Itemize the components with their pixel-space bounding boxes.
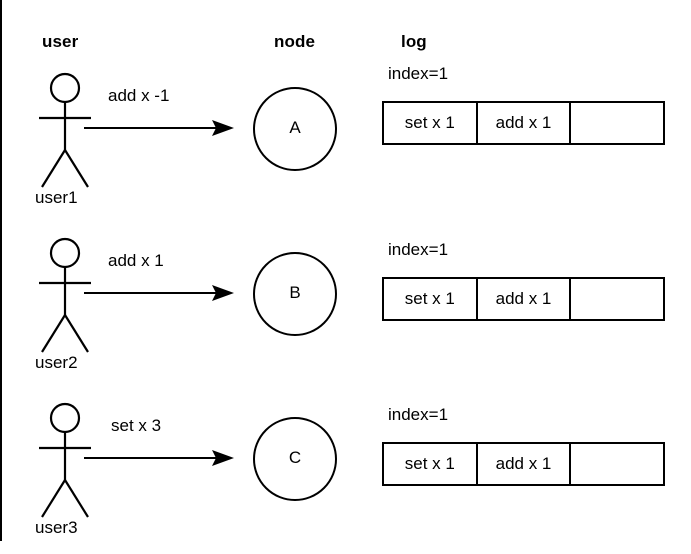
index-label-row2: index=1: [388, 240, 449, 259]
log-table-row1: set x 1 add x 1: [382, 101, 665, 145]
actor-label-user2: user2: [35, 353, 78, 372]
index-label-row1: index=1: [388, 64, 449, 83]
log-cell: [571, 279, 663, 319]
node-circle-a: [252, 86, 338, 172]
edge-label-row3: set x 3: [111, 416, 162, 435]
actor-figure-user1: [34, 72, 106, 190]
edge-label-row1: add x -1: [108, 86, 170, 105]
log-cell: [571, 444, 663, 484]
log-cell: add x 1: [478, 444, 572, 484]
log-cell: [571, 103, 663, 143]
log-cell: set x 1: [384, 279, 478, 319]
column-header-user: user: [42, 32, 79, 51]
log-cell: add x 1: [478, 103, 572, 143]
actor-label-user1: user1: [35, 188, 78, 207]
arrow-user1-to-node-a: [84, 118, 236, 138]
column-header-node: node: [274, 32, 316, 51]
log-cell: add x 1: [478, 279, 572, 319]
frame-left-border: [0, 0, 2, 541]
log-cell: set x 1: [384, 103, 478, 143]
log-table-row3: set x 1 add x 1: [382, 442, 665, 486]
actor-figure-user3: [34, 402, 106, 520]
node-label-c: C: [288, 448, 302, 467]
actor-label-user3: user3: [35, 518, 78, 537]
actor-figure-user2: [34, 237, 106, 355]
node-label-a: A: [289, 118, 301, 137]
edge-label-row2: add x 1: [108, 251, 164, 270]
node-circle-c: [252, 416, 338, 502]
arrow-user3-to-node-c: [84, 448, 236, 468]
log-table-row2: set x 1 add x 1: [382, 277, 665, 321]
node-label-b: B: [289, 283, 301, 302]
node-circle-b: [252, 251, 338, 337]
index-label-row3: index=1: [388, 405, 449, 424]
column-header-log: log: [401, 32, 427, 51]
log-cell: set x 1: [384, 444, 478, 484]
arrow-user2-to-node-b: [84, 283, 236, 303]
